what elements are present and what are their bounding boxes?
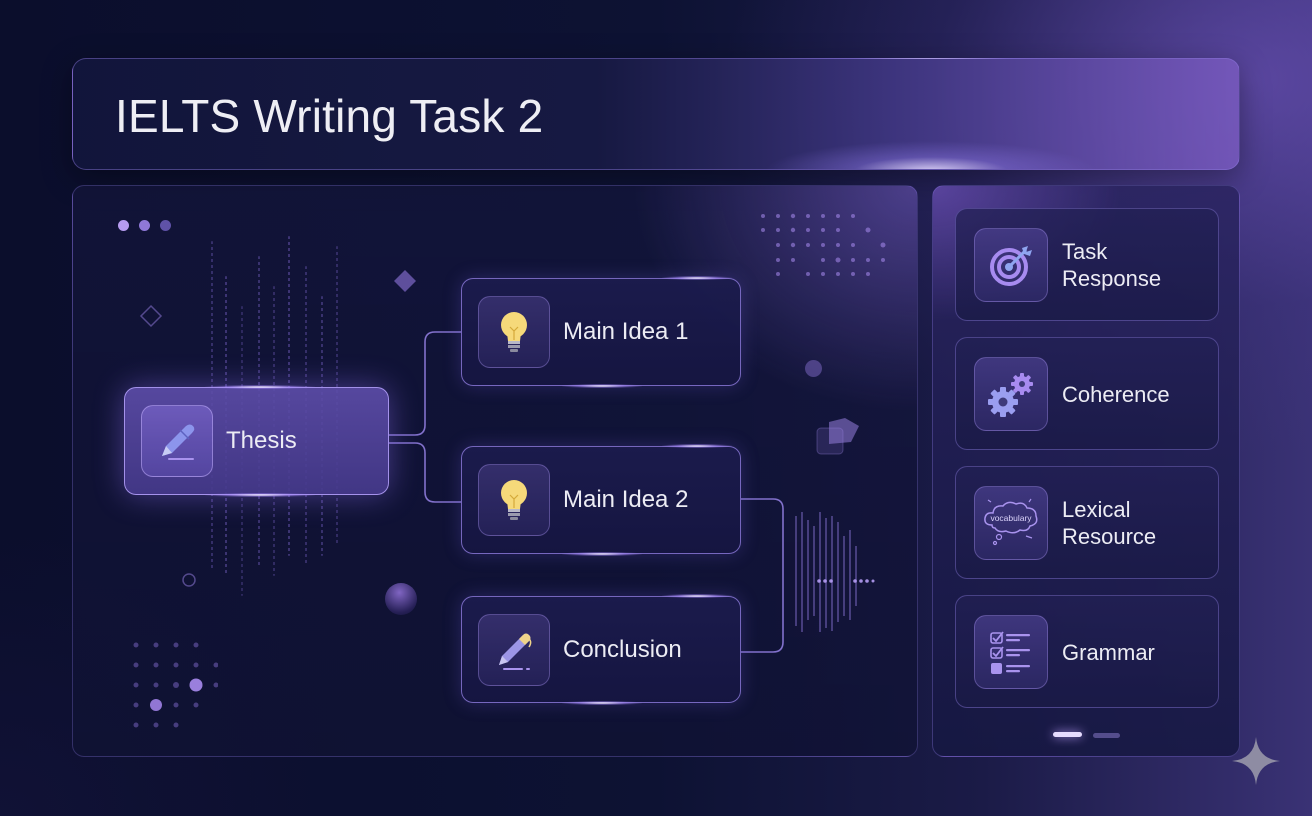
checklist-icon: [974, 615, 1048, 689]
diamond-outline-decoration: [139, 304, 163, 328]
connector-lines: [389, 331, 784, 653]
main-idea-2-node[interactable]: Main Idea 2: [461, 444, 741, 556]
thesis-label: Thesis: [226, 427, 297, 454]
node-glow: [662, 276, 732, 280]
pager-dot-active[interactable]: [1053, 732, 1082, 737]
window-dot-2: [139, 220, 150, 231]
vocabulary-cloud-icon: vocabulary: [974, 486, 1048, 560]
pencil-icon: [478, 614, 550, 686]
small-sphere-decoration: [805, 360, 822, 377]
dot-grid-decoration-bottom: [133, 642, 218, 728]
essay-structure-panel: Thesis Main Idea 1: [72, 185, 918, 757]
criteria-card-grammar[interactable]: Grammar: [955, 595, 1219, 708]
waveform-decoration: [795, 512, 875, 632]
sparkle-icon: [1232, 737, 1280, 785]
gears-icon: [974, 357, 1048, 431]
main-idea-1-node[interactable]: Main Idea 1: [461, 276, 741, 388]
conclusion-node[interactable]: Conclusion: [461, 594, 741, 705]
lightbulb-icon: [478, 296, 550, 368]
task-response-label-line1: Task: [1062, 239, 1108, 264]
node-glow: [205, 385, 315, 389]
node-glow: [562, 384, 642, 388]
criteria-card-lexical-resource[interactable]: vocabulary Lexical Resource: [955, 466, 1219, 579]
cube-decoration: [816, 418, 859, 455]
pager-dot[interactable]: [1093, 733, 1120, 738]
main-idea-2-label: Main Idea 2: [563, 486, 689, 513]
task-response-label-line2: Response: [1062, 266, 1162, 291]
node-glow: [562, 701, 642, 705]
coherence-label: Coherence: [1062, 382, 1170, 407]
node-glow: [662, 594, 732, 598]
criteria-panel: Task Response: [932, 185, 1240, 757]
header-bar: IELTS Writing Task 2: [72, 58, 1240, 170]
lexical-resource-label-line2: Resource: [1062, 524, 1157, 549]
ring-decoration: [182, 573, 196, 587]
sphere-decoration: [385, 583, 417, 615]
main-idea-1-label: Main Idea 1: [563, 318, 689, 345]
node-glow: [562, 552, 642, 556]
svg-text:vocabulary: vocabulary: [990, 513, 1032, 523]
thesis-node[interactable]: Thesis: [124, 385, 389, 497]
criteria-card-task-response[interactable]: Task Response: [955, 208, 1219, 321]
grammar-label: Grammar: [1062, 640, 1155, 665]
criteria-card-coherence[interactable]: Coherence: [955, 337, 1219, 450]
target-icon: [974, 228, 1048, 302]
lexical-resource-label-line1: Lexical: [1062, 497, 1131, 522]
lightbulb-icon: [478, 464, 550, 536]
pen-icon: [141, 405, 213, 477]
diamond-solid-decoration: [394, 270, 416, 292]
dot-grid-decoration: [761, 213, 886, 276]
conclusion-label: Conclusion: [563, 636, 682, 663]
window-dot-3: [160, 220, 171, 231]
node-glow: [662, 444, 732, 448]
window-dot-1: [118, 220, 129, 231]
page-title: IELTS Writing Task 2: [115, 90, 544, 142]
node-glow: [205, 493, 315, 497]
